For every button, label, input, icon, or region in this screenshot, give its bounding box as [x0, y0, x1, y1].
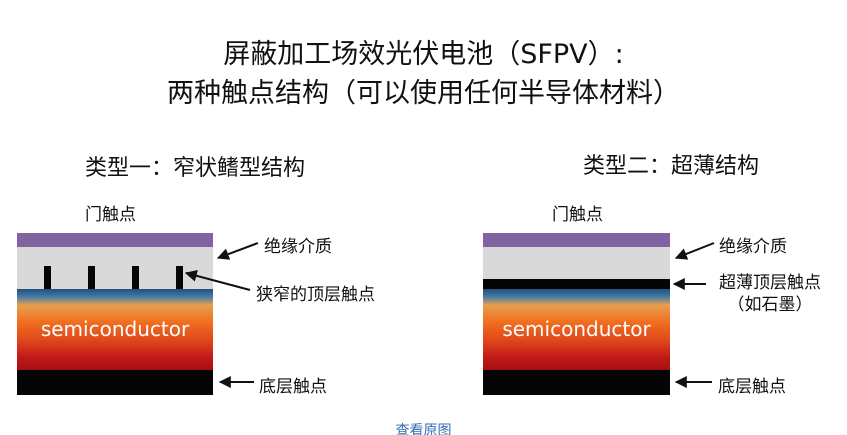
left-finger-contact: [176, 266, 183, 289]
view-original-link[interactable]: 查看原图: [395, 423, 452, 435]
left-gate-label: 门触点: [85, 205, 136, 225]
left-device: semiconductor: [17, 233, 213, 395]
right-gate-layer: [483, 233, 670, 247]
left-bottom-contact-label: 底层触点: [259, 377, 327, 397]
left-gate-layer: [17, 233, 213, 247]
right-subtitle: 类型二：超薄结构: [583, 154, 760, 179]
left-semiconductor-label: semiconductor: [40, 317, 190, 341]
left-finger-contact: [132, 266, 139, 289]
right-semiconductor-layer: semiconductor: [483, 289, 670, 370]
right-top-contact-note: （如石墨）: [727, 295, 813, 315]
left-insulator-arrow: [216, 242, 259, 260]
title-line-2: 两种触点结构（可以使用任何半导体材料）: [167, 78, 680, 109]
title-line-1: 屏蔽加工场效光伏电池（SFPV）:: [223, 39, 624, 70]
right-device: semiconductor: [483, 233, 670, 395]
left-finger-contact: [44, 266, 51, 289]
left-insulator-label: 绝缘介质: [264, 237, 332, 257]
right-top-contact-label: 超薄顶层触点: [719, 273, 821, 293]
left-semiconductor-layer: semiconductor: [17, 289, 213, 370]
right-semiconductor-label: semiconductor: [502, 317, 651, 341]
right-insulator-layer: [483, 247, 670, 279]
left-finger-contact: [88, 266, 95, 289]
right-gate-label: 门触点: [552, 205, 603, 225]
right-bottom-contact-label: 底层触点: [718, 377, 786, 397]
right-insulator-label: 绝缘介质: [719, 237, 787, 257]
left-bottom-contact-layer: [17, 370, 213, 395]
right-insulator-arrow: [674, 242, 715, 260]
right-bottom-contact-layer: [483, 370, 670, 395]
left-top-contact-arrow: [184, 269, 251, 291]
right-thin-top-contact-layer: [483, 279, 670, 289]
left-subtitle: 类型一：窄状鳍型结构: [85, 156, 306, 181]
left-top-contact-label: 狭窄的顶层触点: [256, 285, 375, 305]
